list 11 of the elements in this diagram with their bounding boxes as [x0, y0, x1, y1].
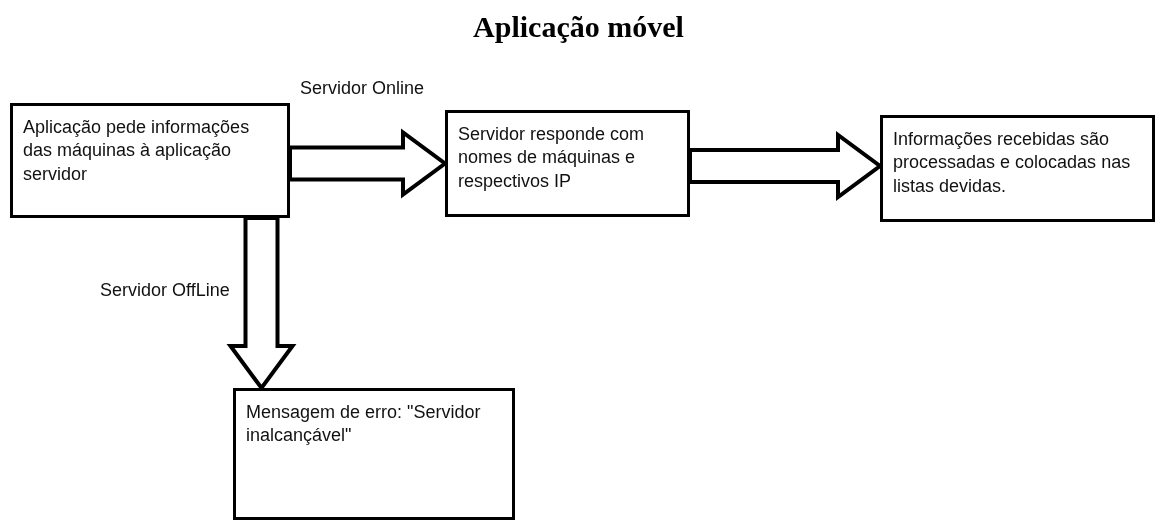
- process-box: [233, 388, 515, 520]
- edge-label: Servidor Online: [300, 78, 425, 99]
- box-text: Aplicação pede informações das máquinas à aplicação servidor: [23, 116, 251, 186]
- box-text: Servidor responde com nomes de máquinas e respectivos IP: [458, 123, 646, 193]
- process-box: [10, 103, 290, 218]
- box-text: Mensagem de erro: "Servidor inalcançável": [246, 401, 482, 448]
- process-box: [880, 115, 1155, 222]
- box-text: Informações recebidas são processadas e colocadas nas listas devidas.: [893, 128, 1132, 198]
- process-box: [445, 110, 690, 217]
- edge-label: Servidor OffLine: [100, 280, 230, 301]
- diagram-title: Aplicação móvel: [472, 10, 685, 44]
